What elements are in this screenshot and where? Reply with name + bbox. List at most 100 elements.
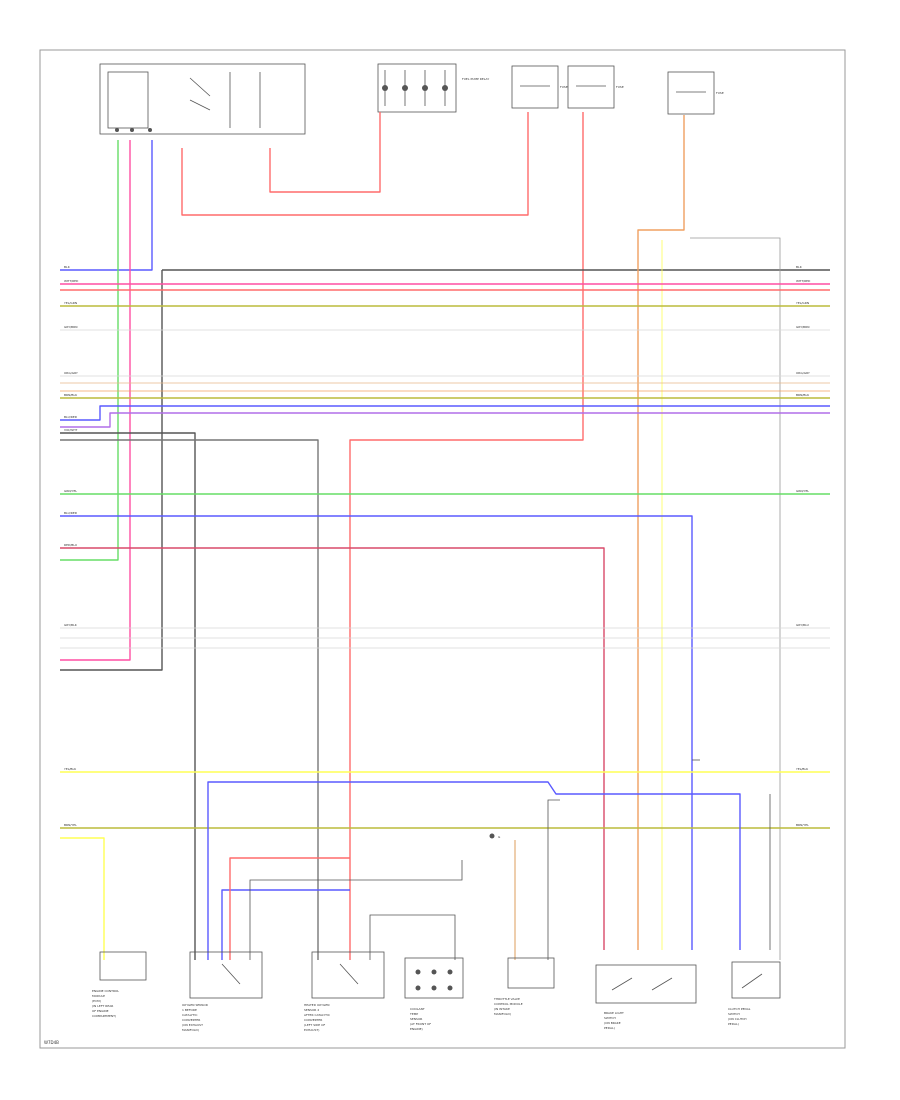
page-code: W7D4B [44,1040,59,1045]
wire-label: BLK [796,265,803,269]
fuse-2: FUSE [567,65,624,109]
component-label: OF ENGINE [92,1009,109,1013]
component-label: (ECM) [92,999,101,1003]
component-label: MANIFOLD) [182,1028,199,1032]
wire-gray-left [60,269,830,671]
component-label: COOLANT [410,1007,425,1011]
wire-label: GRN/YEL [64,489,77,493]
component-label: AFTER CATALYTIC [304,1013,330,1017]
bus-gray-a [60,432,196,960]
fuse-1: FUSE [511,65,568,109]
wire-label: ORG/GRY [64,371,78,375]
component-label: (IN INTAKE [494,1007,510,1011]
oxygen-sensor-1: OXYGEN SENSOR 1 BEFORE CATALYTIC CONVERT… [182,951,263,1032]
fuse-block [377,63,457,113]
component-label: (ON CLUTCH [728,1017,747,1021]
ground-icon: G [489,833,501,839]
right-labels: BLK WHT/RED YEL/GRN GRY/BRN ORG/GRY BRN/… [796,265,811,827]
component-label: EXHAUST) [304,1028,319,1032]
component-label: (IN LEFT REAR [92,1004,113,1008]
wire-label: YEL/GRN [796,301,809,305]
diagram-frame [39,49,846,1049]
component-label: SWITCH [604,1016,616,1020]
wire-red-top-loop [181,112,529,216]
component-label: 1 BEFORE [182,1008,197,1012]
wire-label: BRN/BLK [796,393,810,397]
component-label: (AT FRONT OF [410,1022,431,1026]
wire-label: WHT/RED [64,279,79,283]
component-label: (ON EXHAUST [182,1023,203,1027]
wire-label: BRN/YEL [64,823,77,827]
component-label: ENGINE) [410,1027,423,1031]
component-label: PEDAL) [604,1026,615,1030]
component-label: SENSOR 2 [304,1008,319,1012]
engine-control-module: ENGINE CONTROL MODULE (ECM) (IN LEFT REA… [92,951,147,1018]
wire-label: BLK [64,265,71,269]
brake-light-switch: BRAKE LIGHT SWITCH (ON BRAKE PEDAL) [595,964,697,1030]
wire-pink-left [60,140,131,661]
wire-label: RED/BLU [64,543,77,547]
bus-violet [60,412,830,428]
throttle-valve-control: THROTTLE VALVE CONTROL MODULE (IN INTAKE… [493,957,555,1016]
component-label: HEATED OXYGEN [304,1003,329,1007]
component-label: TEMP [409,1012,418,1016]
component-label: PEDAL) [728,1022,739,1026]
wire-red-relay-drop [349,112,584,960]
component-label: (ON BRAKE [604,1021,621,1025]
bus-red-2 [60,547,605,950]
component-label: MANIFOLD) [494,1012,511,1016]
ground-label: G [498,835,501,839]
wire-gray-fuse-right [690,237,781,960]
wire-label: WHT/RED [796,279,811,283]
bus-blue-2 [60,515,693,950]
wire-gray-lower-2 [249,860,463,960]
wire-gray-lower [547,799,560,960]
fuse-3: FUSE [667,71,724,115]
bus-gray-b [60,439,319,960]
heated-oxygen-sensor-2: HEATED OXYGEN SENSOR 2 AFTER CATALYTIC C… [304,951,385,1032]
fuse-label: FUSE [616,85,624,89]
coolant-temp-sensor: COOLANT TEMP SENSOR (AT FRONT OF ENGINE) [404,957,464,1031]
wire-green-left [60,140,119,561]
component-label: ENGINE CONTROL [92,989,119,993]
wire-label: VIO/WHT [64,428,78,432]
wire-label: GRY/BLU [796,623,809,627]
wire-blue-lower-2 [221,889,350,960]
component-label: CONVERTER [182,1018,200,1022]
wire-red-lower [229,857,350,960]
component-label: CONTROL MODULE [494,1002,523,1006]
wire-blue-lower [207,781,741,960]
left-labels: BLK WHT/RED YEL/GRN GRY/BRN ORG/GRY BRN/… [64,265,79,827]
wire-label: GRY/BRN [64,325,77,329]
component-label: MODULE [92,994,105,998]
wire-label: YEL/GRN [64,301,77,305]
wire-orange-fuse [637,115,685,950]
wire-red-top-mid [269,112,381,193]
component-label: BRAKE LIGHT [604,1011,624,1015]
wire-label: BRN/BLK [64,393,78,397]
wire-label: YEL/BLK [796,767,809,771]
component-label: COMPARTMENT) [92,1014,116,1018]
component-label: CONVERTER [304,1018,322,1022]
wire-label: GRN/YEL [796,489,809,493]
wire-gray-lower-3 [369,914,456,960]
wire-blue-left [60,140,153,271]
ignition-switch-block [99,63,306,135]
relay-label: FUEL PUMP RELAY [462,77,489,81]
component-label: THROTTLE VALVE [493,997,520,1001]
bus-blue [60,405,830,421]
fuse-label: FUSE [716,91,724,95]
wire-label: ORG/GRY [796,371,810,375]
component-label: SENSOR [410,1017,422,1021]
fuse-label: FUSE [560,85,568,89]
wire-label: GRY/BRN [796,325,809,329]
component-label: CATALYTIC [182,1013,197,1017]
wire-label: BRN/YEL [796,823,809,827]
wire-label: GRY/BLK [64,623,78,627]
wire-yellow-ecm [60,837,105,960]
component-label: OXYGEN SENSOR [182,1003,208,1007]
component-label: SWITCH [728,1012,740,1016]
component-label: CLUTCH PEDAL [728,1007,751,1011]
clutch-pedal-switch: CLUTCH PEDAL SWITCH (ON CLUTCH PEDAL) [728,961,781,1026]
